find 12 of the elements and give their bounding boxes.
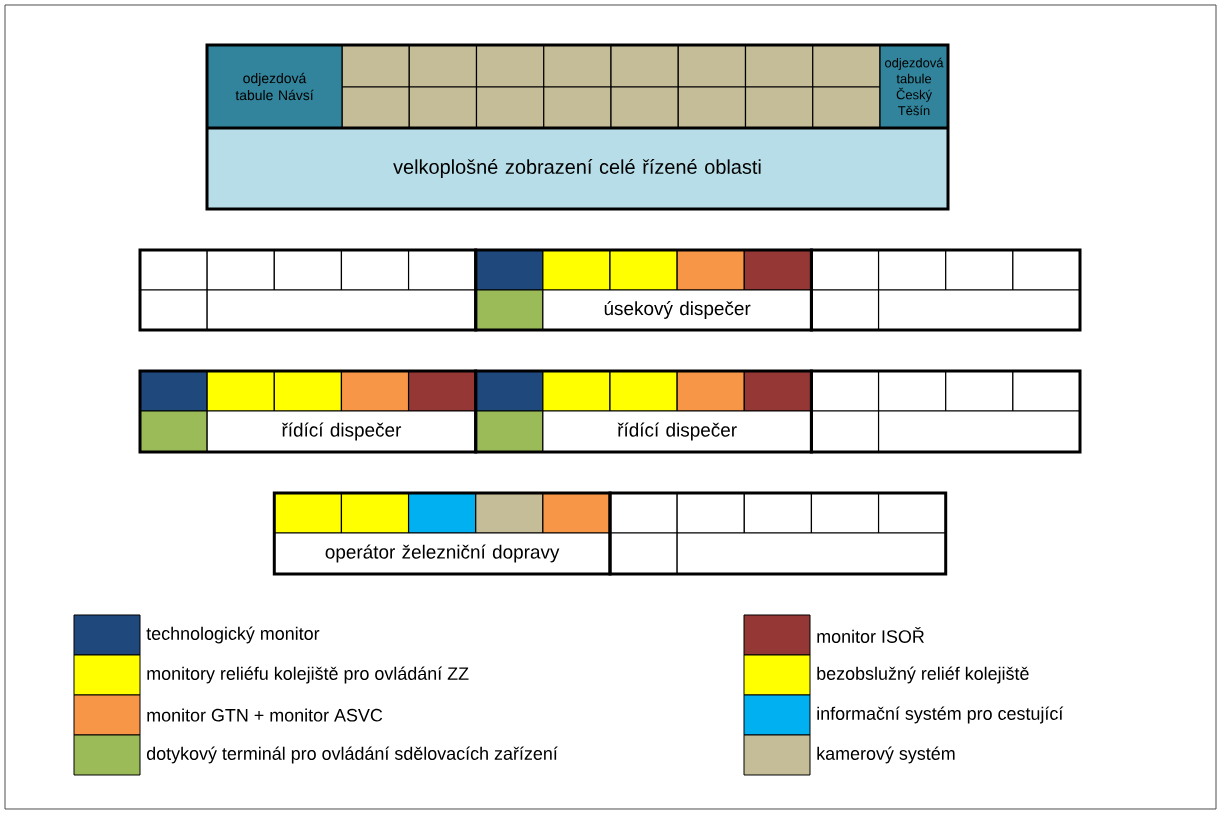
legend-label: kamerový systém bbox=[817, 746, 955, 764]
legend-label: bezobslužný reliéf kolejiště bbox=[817, 666, 1029, 684]
display-board: odjezdová tabule Český Těšín bbox=[879, 44, 949, 129]
video-wall: velkoplošné zobrazení celé řízené oblasti bbox=[206, 127, 949, 210]
legend-label: dotykový terminál pro ovládání sdělovacích zařízení bbox=[146, 746, 558, 764]
display-board: odjezdová tabule Návsí bbox=[206, 44, 343, 129]
legend-label: monitor GTN + monitor ASVC bbox=[147, 708, 383, 722]
legend-label: monitor ISOŘ bbox=[817, 627, 924, 643]
legend-label: technologický monitor bbox=[146, 626, 320, 644]
legend-label: monitory reliéfu kolejiště pro ovládání ZZ bbox=[147, 666, 469, 684]
workstation-label: řídící dispečer bbox=[206, 410, 477, 453]
legend-label: informační systém pro cestující bbox=[817, 706, 1064, 724]
